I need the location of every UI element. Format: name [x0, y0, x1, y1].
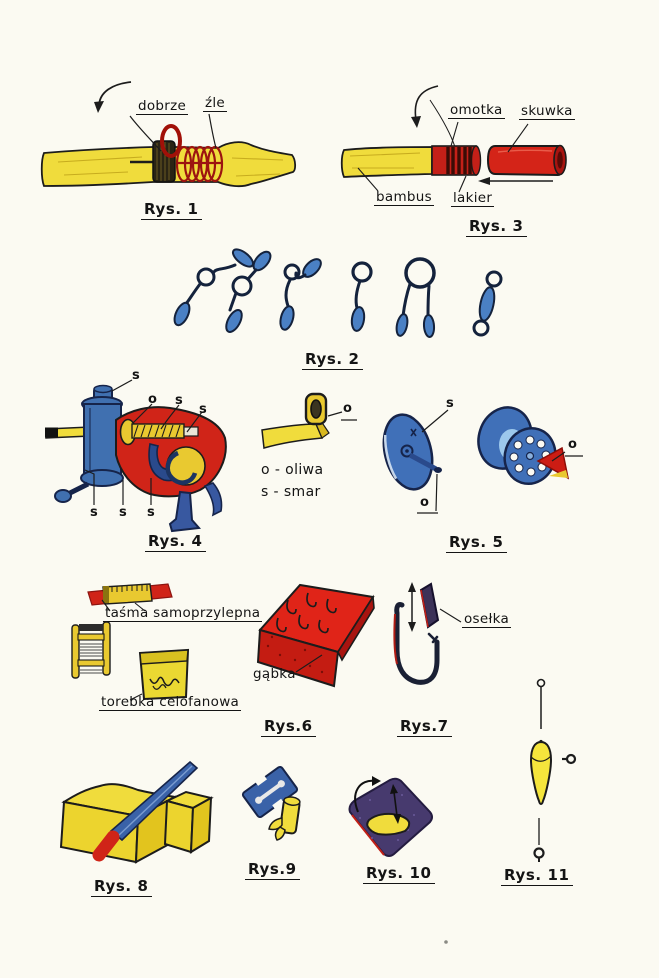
float-body — [366, 812, 411, 836]
legend-smar: s - smar — [261, 484, 321, 500]
rys5-drawing — [382, 406, 583, 514]
scan-speck — [444, 940, 448, 944]
mark-s: s — [175, 393, 184, 408]
rys3-drawing — [340, 85, 567, 193]
caption-rys2: Rys. 2 — [302, 351, 363, 370]
rys8-drawing — [59, 760, 214, 864]
leader-omotka — [450, 121, 459, 147]
leader-bag — [129, 693, 143, 701]
sponge — [256, 583, 375, 688]
caption-rys10: Rys. 10 — [363, 865, 435, 884]
mark-s: s — [132, 368, 141, 383]
guide-5 — [395, 257, 436, 338]
label-bambus: bambus — [374, 189, 434, 207]
leader-bambus — [357, 167, 379, 192]
caption-rys11: Rys. 11 — [501, 867, 573, 886]
double-arrow-icon — [390, 784, 401, 824]
leader-o-tip — [327, 411, 357, 421]
label-lakier: lakier — [451, 190, 495, 208]
left-arrow-icon — [478, 177, 553, 185]
leader-s — [421, 409, 449, 433]
rys4-drawing — [45, 379, 227, 533]
reel-housing — [115, 406, 227, 498]
guide-3 — [279, 258, 322, 331]
label-gabka: gąbka — [253, 666, 296, 682]
label-dobrze: dobrze — [136, 98, 189, 116]
caption-rys9: Rys.9 — [245, 861, 300, 880]
rod-tip-drawing — [261, 392, 357, 449]
side-eyelet — [562, 753, 577, 765]
mark-s: s — [446, 396, 455, 411]
guide-2 — [225, 250, 272, 333]
caption-rys4: Rys. 4 — [145, 533, 206, 552]
caption-rys6: Rys.6 — [261, 718, 316, 737]
guide-6 — [472, 270, 503, 337]
caption-rys7: Rys.7 — [397, 718, 452, 737]
curl-arrow-icon — [98, 81, 132, 106]
caption-rys1: Rys. 1 — [141, 201, 202, 220]
mark-s: s — [90, 505, 99, 520]
loose-coil — [175, 145, 224, 183]
mark-o: o — [568, 437, 578, 452]
spool-axle — [408, 452, 438, 472]
mark-s: s — [147, 505, 156, 520]
crank-arm — [68, 481, 90, 496]
legend-oliwa: o - oliwa — [261, 462, 324, 478]
label-oselka: osełka — [462, 611, 512, 629]
crank-knob — [54, 489, 72, 503]
mark-o: o — [148, 392, 158, 407]
double-arrow-icon — [408, 582, 416, 632]
pin-head — [536, 678, 546, 688]
cellophane-bag — [138, 648, 190, 701]
guide-4 — [350, 261, 373, 332]
bottom-eyelet — [533, 847, 545, 862]
rys2-drawing — [173, 248, 503, 338]
leader-gabka — [295, 654, 323, 673]
rys7-drawing — [393, 582, 462, 685]
leader-skuwka — [507, 123, 529, 153]
rys4-leaders — [84, 379, 203, 505]
leader-tape — [101, 599, 146, 612]
mark-o: o — [343, 401, 353, 416]
thread-loop — [160, 124, 182, 158]
mark-s: s — [199, 402, 208, 417]
leader-dobrze — [129, 115, 162, 152]
fish-hook — [394, 602, 440, 685]
label-omotka: omotka — [448, 102, 505, 120]
rys11-drawing — [529, 678, 577, 862]
caption-rys5: Rys. 5 — [446, 534, 507, 553]
leader-o-cone — [551, 451, 583, 462]
label-zle: źle — [203, 95, 228, 113]
guide-1 — [173, 248, 255, 327]
leader-oselka — [439, 608, 462, 623]
label-tasma: taśma samoprzylepna — [103, 605, 263, 623]
rys1-drawing — [40, 81, 297, 188]
rys9-drawing — [241, 765, 301, 841]
rys10-drawing — [348, 776, 433, 857]
caption-rys3: Rys. 3 — [466, 218, 527, 237]
tip-section — [261, 423, 324, 449]
curl-arrow-icon — [354, 779, 376, 813]
bamboo-rod — [340, 146, 433, 178]
leader-o-axle — [417, 473, 438, 514]
float-cone — [529, 740, 553, 805]
leader-zle — [208, 113, 217, 149]
line-winder — [71, 621, 111, 679]
mark-o: o — [420, 495, 430, 510]
curl-arrow-icon — [414, 85, 439, 121]
label-skuwka: skuwka — [519, 103, 575, 121]
leader-lakier — [458, 175, 467, 193]
caption-rys8: Rys. 8 — [91, 878, 152, 897]
knife-handle — [92, 830, 120, 862]
mark-s: s — [119, 505, 128, 520]
reel-leg — [168, 490, 202, 533]
rys6-drawing — [71, 583, 375, 701]
label-torebka: torebka celofanowa — [99, 694, 242, 712]
